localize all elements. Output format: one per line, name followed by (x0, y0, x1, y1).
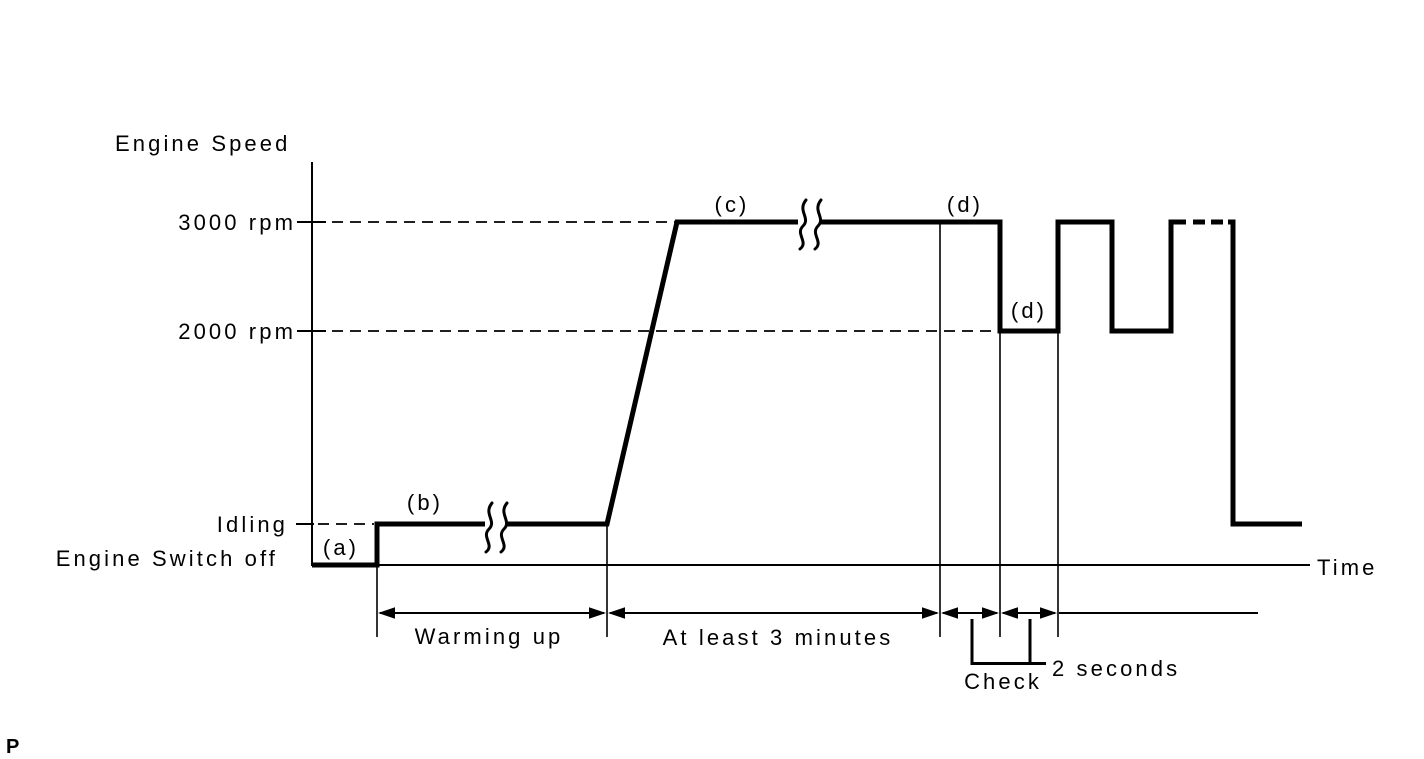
level-label-3000rpm: 3000 rpm (178, 210, 296, 235)
level-label-2000rpm: 2000 rpm (178, 319, 296, 344)
waveform (312, 198, 1302, 568)
check-bracket (970, 619, 1046, 665)
break-symbol-3000-right (813, 198, 823, 251)
arrowhead-left-icon (941, 607, 958, 619)
reference-gridlines (318, 221, 997, 525)
arrowhead-left-icon (378, 607, 395, 619)
arrowhead-right-icon (922, 607, 939, 619)
point-label-b: (b) (407, 490, 443, 515)
interval-label-3-minutes: At least 3 minutes (663, 625, 894, 650)
interval-markers (376, 222, 1059, 637)
break-symbol-idle-left (484, 501, 494, 554)
break-symbol-3000-left (798, 198, 808, 251)
waveform-start-to-idle (312, 521, 485, 568)
point-label-c: (c) (715, 192, 750, 217)
page-marker: P (6, 736, 19, 758)
arrowhead-right-icon (1040, 607, 1057, 619)
level-label-engine-switch-off: Engine Switch off (56, 546, 278, 571)
waveform-return-to-idle (1228, 219, 1302, 527)
break-symbol-idle-right (499, 501, 509, 554)
arrowhead-right-icon (589, 607, 606, 619)
interval-label-warming-up: Warming up (415, 624, 564, 649)
level-label-idling: Idling (217, 512, 288, 537)
arrowhead-left-icon (608, 607, 625, 619)
axes (296, 162, 1310, 566)
interval-label-2-seconds: 2 seconds (1052, 656, 1180, 681)
point-label-d-low: (d) (1011, 298, 1047, 323)
labels: Engine Speed 3000 rpm 2000 rpm Idling En… (6, 131, 1377, 758)
waveform-check-cycles (821, 219, 1186, 334)
arrowhead-left-icon (1001, 607, 1018, 619)
dimension-arrows (378, 607, 1258, 619)
point-label-d-high: (d) (947, 192, 983, 217)
point-label-a: (a) (323, 535, 359, 560)
interval-label-check: Check (964, 669, 1042, 694)
chart-title: Engine Speed (115, 131, 290, 156)
waveform-ramp-to-3000 (506, 219, 798, 527)
arrowhead-right-icon (982, 607, 999, 619)
x-axis-label: Time (1317, 555, 1377, 580)
